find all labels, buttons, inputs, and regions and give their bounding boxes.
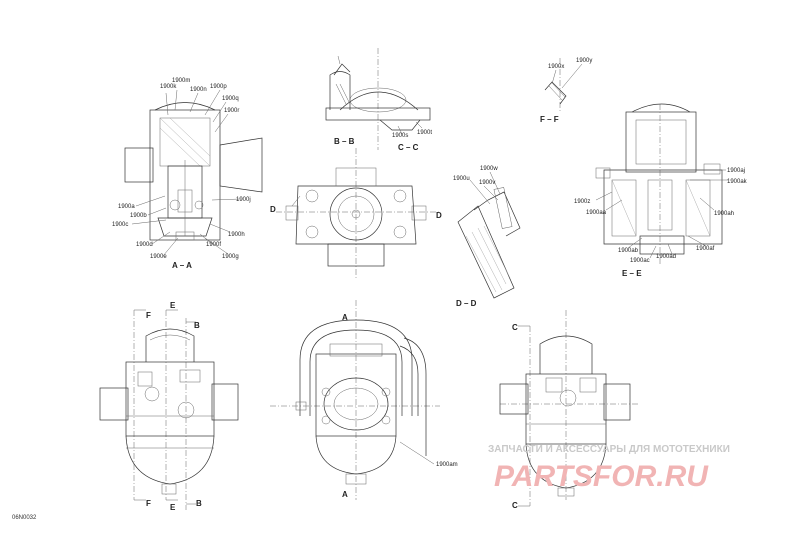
section-bb-cc-labels: 1900s 1900t B – B C – C	[334, 130, 432, 152]
label-1900a: 1900a	[118, 204, 135, 210]
label-1900j: 1900j	[236, 197, 251, 203]
drawing-code: 06N0032	[12, 515, 37, 521]
section-aa-leaders	[131, 89, 241, 257]
label-1900aj: 1900aj	[727, 168, 745, 174]
section-title-ee: E – E	[622, 269, 642, 278]
label-1900y: 1900y	[576, 58, 592, 64]
section-aa-view	[124, 102, 263, 241]
label-1900e: 1900e	[150, 254, 167, 260]
cut-letter-b-bot: B	[196, 499, 202, 508]
label-1900ab: 1900ab	[618, 248, 639, 254]
label-1900n: 1900n	[190, 87, 207, 93]
label-1900d: 1900d	[136, 242, 153, 248]
label-1900k: 1900k	[160, 84, 177, 90]
watermark: ЗАПЧАСТИ И АКСЕССУАРЫ ДЛЯ МОТОТЕХНИКИ PA…	[488, 444, 730, 493]
side-view-right: C C	[499, 310, 640, 510]
label-1900ak: 1900ak	[727, 179, 748, 185]
section-ee-labels: 1900aj 1900ak 1900z 1900aa 1900ah 1900ab…	[574, 168, 748, 278]
label-1900f: 1900f	[206, 242, 221, 248]
cut-letter-d-left: D	[270, 205, 276, 214]
cut-letter-a-top: A	[342, 313, 348, 322]
cut-letter-b-top: B	[194, 321, 200, 330]
section-title-dd: D – D	[456, 299, 477, 308]
section-ee-view	[595, 103, 728, 266]
section-title-ff: F – F	[540, 115, 559, 124]
section-title-bb: B – B	[334, 137, 355, 146]
label-1900ac: 1900ac	[630, 258, 650, 264]
section-dd-view: 1900w 1900u 1900v D – D	[453, 166, 521, 308]
cut-letter-e-top: E	[170, 301, 176, 310]
label-1900q: 1900q	[222, 96, 239, 102]
label-1900h: 1900h	[228, 232, 245, 238]
label-1900t: 1900t	[417, 130, 432, 136]
cut-letter-f-bot: F	[146, 499, 151, 508]
label-1900aa: 1900aa	[586, 210, 607, 216]
cut-letter-d-right: D	[436, 211, 442, 220]
side-view-left: F E B F E B	[99, 301, 239, 512]
label-1900ah: 1900ah	[714, 211, 734, 217]
label-1900x: 1900x	[548, 64, 564, 70]
label-1900p: 1900p	[210, 84, 227, 90]
label-1900r: 1900r	[224, 108, 239, 114]
label-1900s: 1900s	[392, 133, 408, 139]
cut-letter-c-bot: C	[512, 501, 518, 510]
label-1900b: 1900b	[130, 213, 147, 219]
section-title-aa: A – A	[172, 261, 192, 270]
top-view: D D	[270, 148, 442, 278]
label-1900w: 1900w	[480, 166, 498, 172]
label-1900z: 1900z	[574, 199, 590, 205]
cut-letter-e-bot: E	[170, 503, 176, 512]
section-title-cc: C – C	[398, 143, 419, 152]
watermark-logo: PARTSFOR.RU	[494, 460, 709, 493]
cut-letter-a-bot: A	[342, 490, 348, 499]
cut-letter-c-top: C	[512, 323, 518, 332]
label-1900v: 1900v	[479, 180, 495, 186]
label-1900ad: 1900ad	[656, 254, 676, 260]
label-1900af: 1900af	[696, 246, 715, 252]
watermark-tagline: ЗАПЧАСТИ И АКСЕССУАРЫ ДЛЯ МОТОТЕХНИКИ	[488, 444, 730, 455]
section-bb-cc-view	[325, 48, 431, 150]
label-1900g: 1900g	[222, 254, 239, 260]
section-ff-view: 1900x 1900y F – F	[540, 58, 592, 124]
label-1900m: 1900m	[172, 78, 190, 84]
section-aa-labels: 1900k 1900m 1900n 1900p 1900q 1900r 1900…	[112, 78, 251, 270]
cut-letter-f-top: F	[146, 311, 151, 320]
label-1900c: 1900c	[112, 222, 128, 228]
label-1900am: 1900am	[436, 462, 458, 468]
front-view: A A 1900am	[270, 300, 458, 500]
label-1900u: 1900u	[453, 176, 470, 182]
